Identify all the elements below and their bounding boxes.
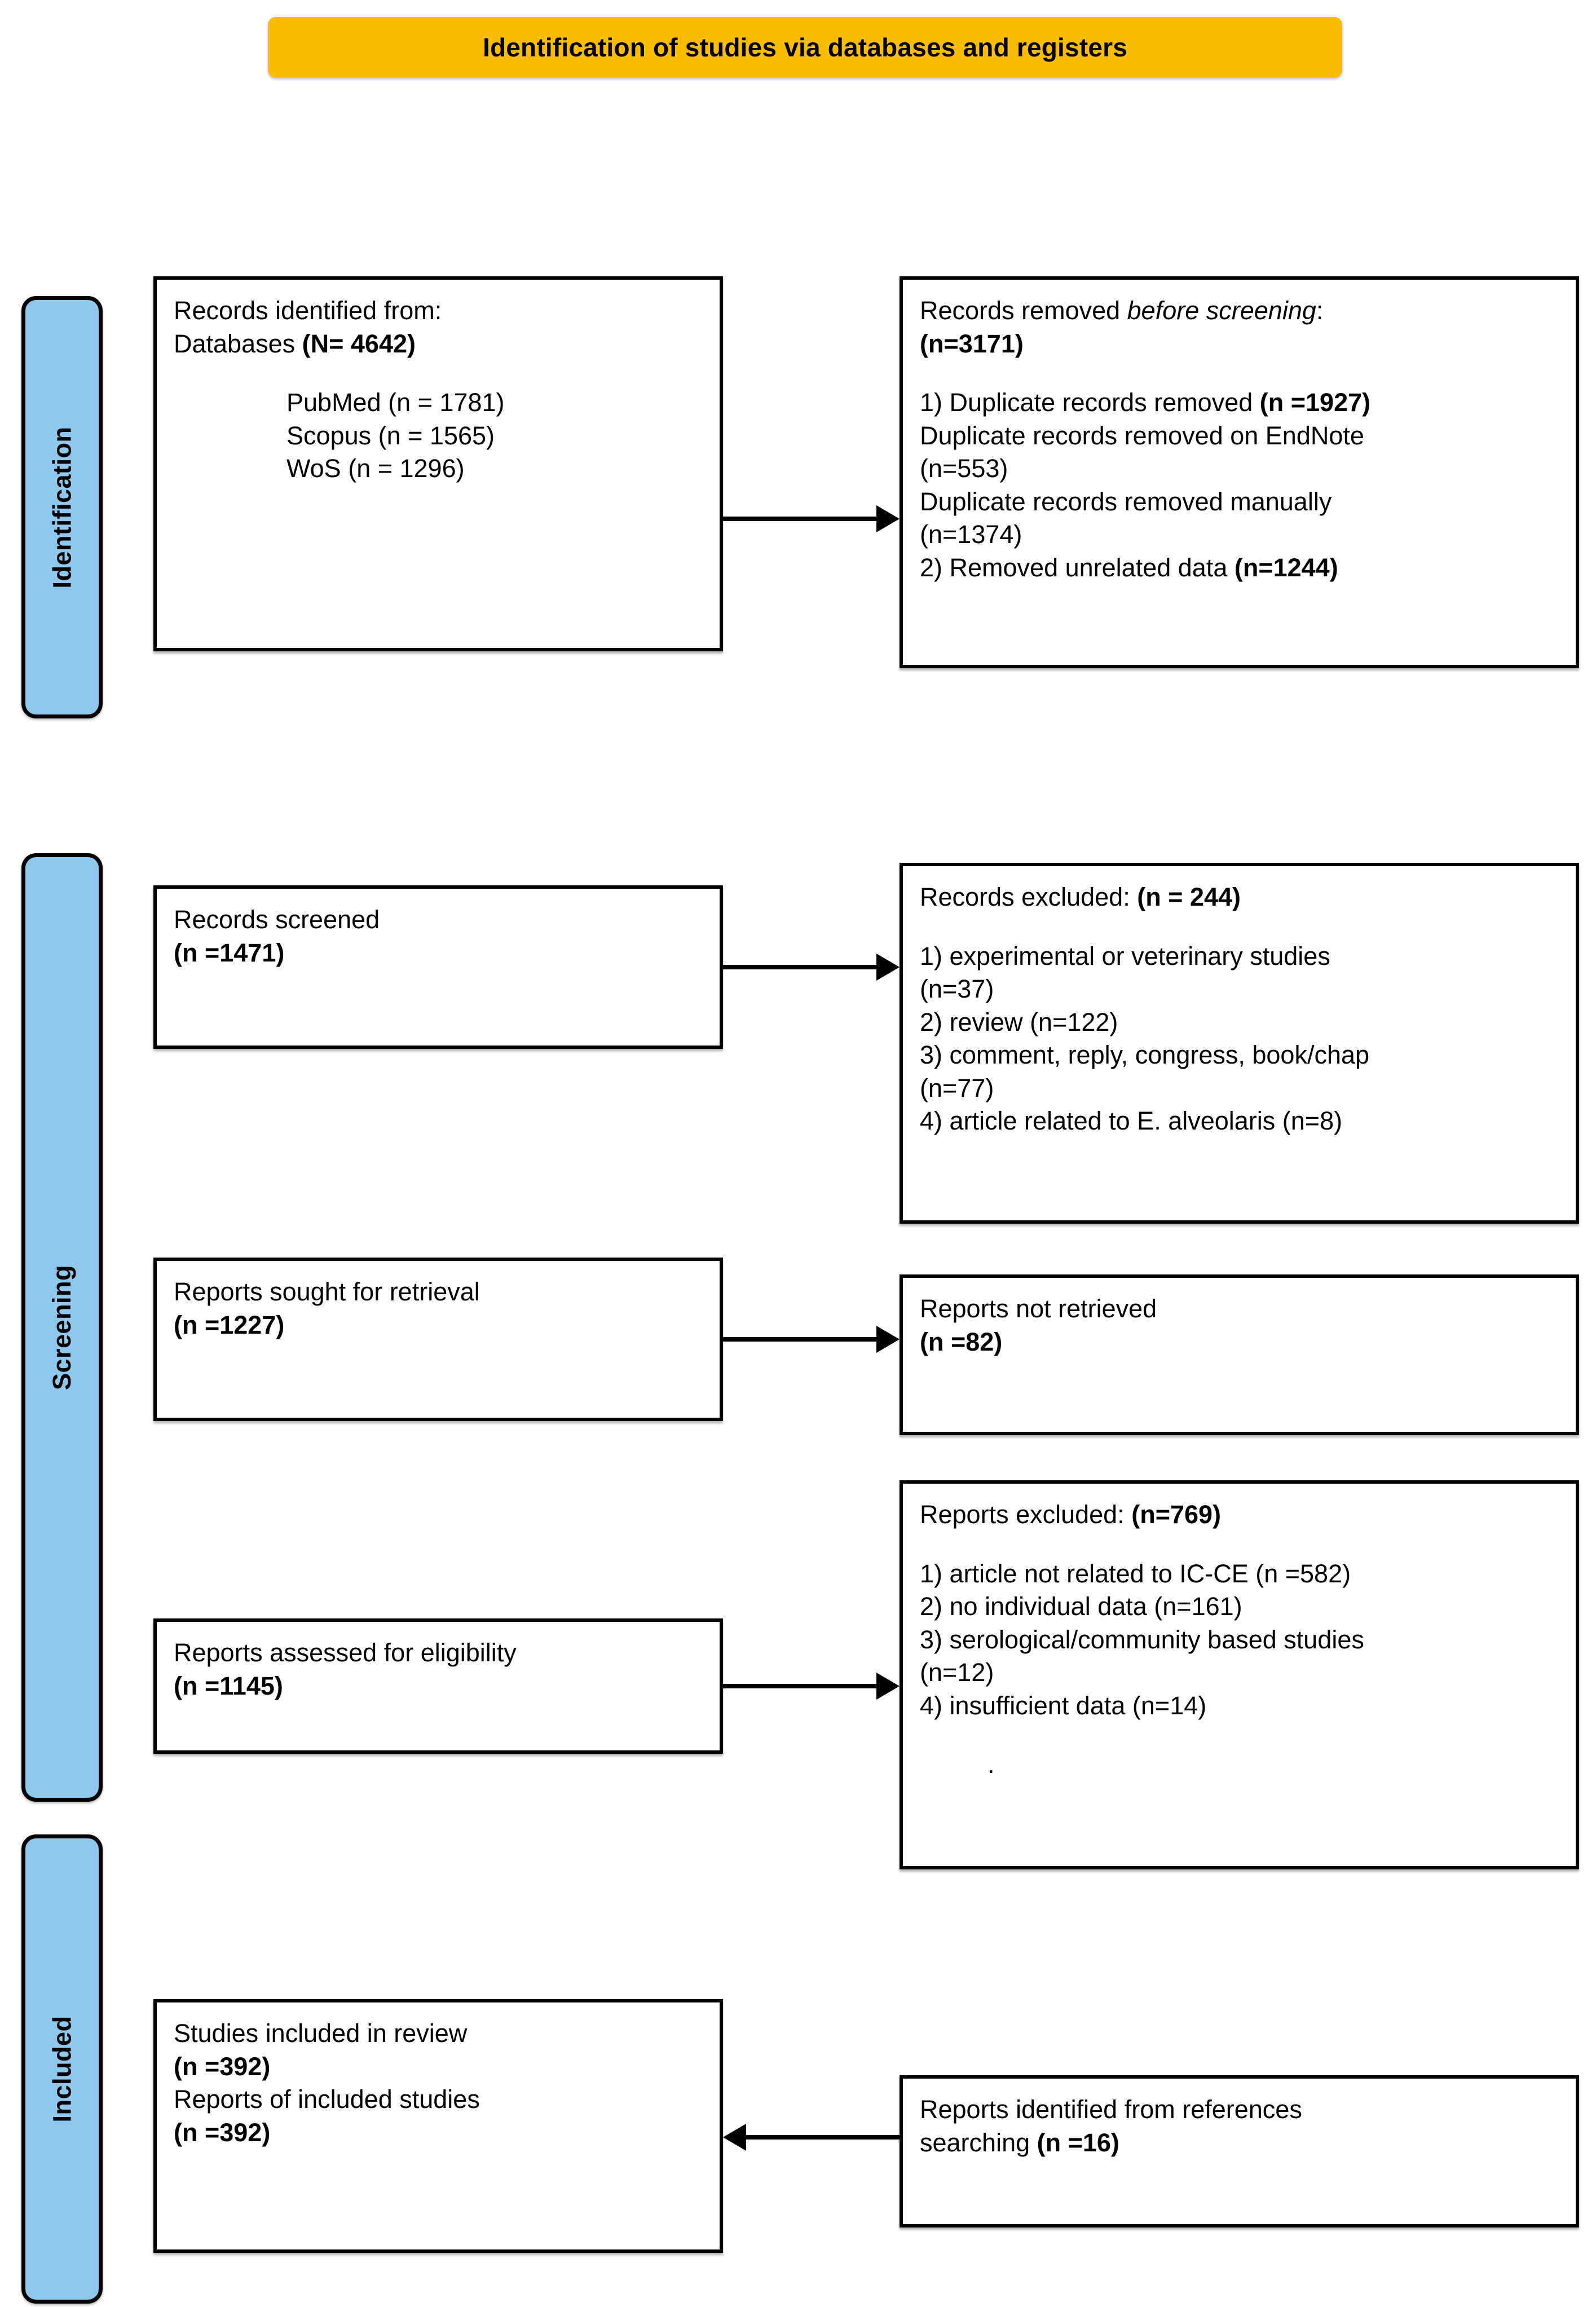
records-identified-scopus: Scopus (n = 1565) xyxy=(286,421,495,450)
connector-sought-to-not-retrieved xyxy=(723,1322,900,1356)
reports-not-retrieved-count-value: (n =82) xyxy=(920,1327,1003,1356)
box-reports-assessed-for-eligibility: Reports assessed for eligibility (n =114… xyxy=(153,1618,723,1754)
reports-excluded-spacer xyxy=(920,1532,1559,1558)
records-removed-heading-italic: before screening xyxy=(1127,296,1316,325)
box-reports-not-retrieved: Reports not retrieved (n =82) xyxy=(900,1274,1579,1435)
records-screened-count: (n =1471) xyxy=(174,937,703,970)
records-removed-item-1-value: (n =1927) xyxy=(1259,388,1371,417)
records-screened-count-value: (n =1471) xyxy=(174,938,285,967)
records-excluded-heading-value: (n = 244) xyxy=(1137,883,1241,911)
reports-excluded-heading-value: (n=769) xyxy=(1131,1500,1222,1529)
records-screened-label: Records screened xyxy=(174,905,380,934)
phase-label-screening: Screening xyxy=(21,853,103,1802)
records-excluded-spacer xyxy=(920,914,1559,940)
phase-label-included-text: Included xyxy=(47,2015,77,2123)
reports-references-count: searching (n =16) xyxy=(920,2127,1559,2160)
reports-sought-label: Reports sought for retrieval xyxy=(174,1277,480,1306)
records-removed-item-1-text: 1) Duplicate records removed xyxy=(920,388,1260,417)
records-excluded-heading: Records excluded: (n = 244) xyxy=(920,881,1559,914)
reports-assessed-count-value: (n =1145) xyxy=(174,1671,283,1700)
reports-sought-count-value: (n =1227) xyxy=(174,1310,285,1339)
records-removed-endnote-value: (n=553) xyxy=(920,454,1008,483)
reports-excluded-item-3: 3) serological/community based studies xyxy=(920,1625,1364,1654)
records-removed-item-2-value: (n=1244) xyxy=(1234,553,1338,582)
header-banner: Identification of studies via databases … xyxy=(268,17,1342,78)
reports-assessed-label: Reports assessed for eligibility xyxy=(174,1638,517,1667)
databases-total: (N= 4642) xyxy=(302,329,416,358)
records-identified-pubmed: PubMed (n = 1781) xyxy=(286,388,505,417)
reports-of-included-label: Reports of included studies xyxy=(174,2085,480,2114)
reports-assessed-count: (n =1145) xyxy=(174,1670,703,1703)
records-removed-spacer xyxy=(920,360,1559,386)
reports-excluded-item-1: 1) article not related to IC-CE (n =582) xyxy=(920,1559,1351,1588)
records-removed-total: (n=3171) xyxy=(920,328,1559,361)
reports-sought-count: (n =1227) xyxy=(174,1309,703,1342)
connector-assessed-to-excluded xyxy=(723,1669,900,1703)
studies-included-count: (n =392) xyxy=(174,2050,703,2084)
records-removed-item-1: 1) Duplicate records removed (n =1927) xyxy=(920,386,1559,420)
records-excluded-item-3-value: (n=77) xyxy=(920,1073,994,1102)
box-records-screened: Records screened (n =1471) xyxy=(153,885,723,1049)
records-identified-line-2: Databases (N= 4642) xyxy=(174,328,703,361)
reports-references-count-value: (n =16) xyxy=(1037,2128,1119,2157)
box-studies-included-in-review: Studies included in review (n =392) Repo… xyxy=(153,1999,723,2253)
studies-included-label: Studies included in review xyxy=(174,2019,468,2048)
records-removed-heading: Records removed before screening: xyxy=(920,294,1559,328)
records-removed-endnote-text: Duplicate records removed on EndNote xyxy=(920,421,1364,450)
reports-not-retrieved-label: Reports not retrieved xyxy=(920,1294,1157,1323)
records-removed-item-2-text: 2) Removed unrelated data xyxy=(920,553,1235,582)
records-removed-item-2: 2) Removed unrelated data (n=1244) xyxy=(920,552,1559,585)
databases-label: Databases xyxy=(174,329,302,358)
reports-excluded-trailing-period: . xyxy=(987,1750,995,1779)
connector-screened-to-excluded xyxy=(723,950,900,984)
records-excluded-item-1-value: (n=37) xyxy=(920,974,994,1003)
records-excluded-item-4: 4) article related to E. alveolaris (n=8… xyxy=(920,1106,1343,1135)
records-identified-spacer xyxy=(174,360,703,386)
records-removed-total-value: (n=3171) xyxy=(920,329,1024,358)
studies-included-count-value: (n =392) xyxy=(174,2052,271,2081)
reports-references-count-text: searching xyxy=(920,2128,1037,2157)
reports-excluded-item-2: 2) no individual data (n=161) xyxy=(920,1592,1242,1621)
connector-identified-to-removed xyxy=(723,502,900,536)
phase-label-identification-text: Identification xyxy=(47,426,76,588)
records-excluded-heading-text: Records excluded: xyxy=(920,883,1138,911)
records-excluded-item-1: 1) experimental or veterinary studies xyxy=(920,941,1330,971)
box-reports-identified-from-references: Reports identified from references searc… xyxy=(900,2075,1579,2227)
reports-excluded-item-3-value: (n=12) xyxy=(920,1658,994,1687)
records-identified-line-1: Records identified from: xyxy=(174,296,442,325)
reports-not-retrieved-count: (n =82) xyxy=(920,1326,1559,1359)
reports-excluded-heading-text: Reports excluded: xyxy=(920,1500,1132,1529)
phase-label-included: Included xyxy=(21,1834,103,2304)
records-removed-heading-colon: : xyxy=(1316,296,1324,325)
box-records-identified: Records identified from: Databases (N= 4… xyxy=(153,276,723,651)
phase-label-screening-text: Screening xyxy=(47,1264,77,1391)
reports-of-included-count-value: (n =392) xyxy=(174,2118,271,2147)
page-title: Identification of studies via databases … xyxy=(482,33,1128,62)
box-reports-excluded: Reports excluded: (n=769) 1) article not… xyxy=(900,1480,1579,1869)
records-excluded-item-3: 3) comment, reply, congress, book/chap xyxy=(920,1040,1370,1069)
phase-label-identification: Identification xyxy=(21,296,103,718)
reports-excluded-item-4: 4) insufficient data (n=14) xyxy=(920,1691,1207,1720)
records-excluded-item-2: 2) review (n=122) xyxy=(920,1007,1118,1036)
connector-references-to-included xyxy=(723,2120,900,2154)
box-records-excluded: Records excluded: (n = 244) 1) experimen… xyxy=(900,863,1579,1224)
records-removed-manual-value: (n=1374) xyxy=(920,520,1022,549)
box-reports-sought-for-retrieval: Reports sought for retrieval (n =1227) xyxy=(153,1258,723,1421)
records-removed-manual-text: Duplicate records removed manually xyxy=(920,487,1332,516)
box-records-removed-before-screening: Records removed before screening: (n=317… xyxy=(900,276,1579,668)
reports-of-included-count: (n =392) xyxy=(174,2116,703,2150)
records-removed-heading-a: Records removed xyxy=(920,296,1127,325)
records-identified-wos: WoS (n = 1296) xyxy=(286,454,465,483)
reports-references-label: Reports identified from references xyxy=(920,2095,1302,2124)
reports-excluded-heading: Reports excluded: (n=769) xyxy=(920,1498,1559,1532)
reports-excluded-spacer-2 xyxy=(920,1722,1559,1748)
